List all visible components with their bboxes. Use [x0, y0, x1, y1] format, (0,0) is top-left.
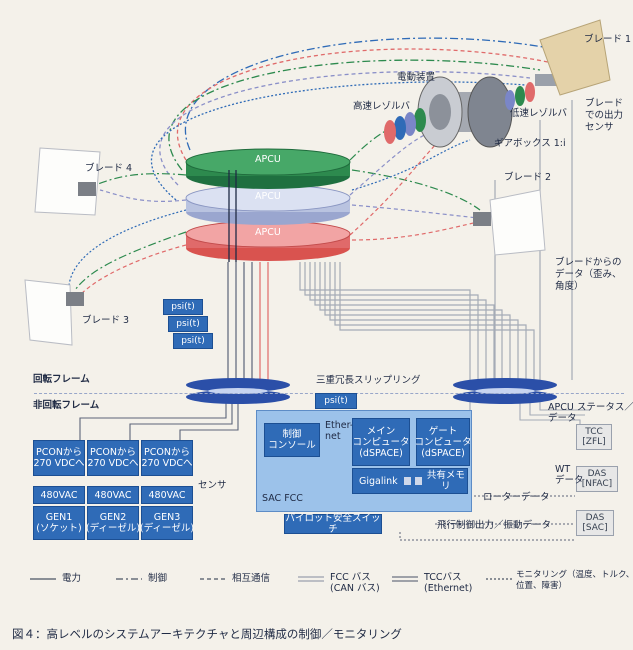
label-fast-resolver: 高速レゾルバ [353, 101, 411, 112]
gen-box-3: GEN3 (ディーゼル) [140, 506, 194, 540]
legend-control: 制御 [148, 573, 168, 584]
pcon-box-3: PCONから 270 VDCへ [141, 440, 193, 476]
label-nonrotating-frame: 非回転フレーム [33, 400, 100, 411]
blade-2-shape [489, 189, 546, 256]
vac-box-2: 480VAC [87, 486, 139, 504]
label-rotor-data: ローターデータ [483, 492, 550, 503]
label-blade-sensor: ブレード での出力 センサ [585, 98, 624, 133]
label-blade-2: ブレード 2 [504, 172, 552, 183]
pilot-safety-switch-box: パイロット安全スイッチ [284, 513, 382, 535]
legend-monitoring: モニタリング（温度、トルク、 位置、障害） [516, 570, 633, 591]
main-computer-box: メイン コンピュータ (dSPACE) [352, 418, 410, 466]
blade-3-shape [24, 279, 73, 346]
label-rotating-frame: 回転フレーム [33, 374, 90, 385]
gate-computer-box: ゲート コンピュータ (dSPACE) [415, 418, 472, 466]
legend-tcc-bus: TCCバス (Ethernet) [424, 572, 473, 594]
slipring-left [186, 378, 290, 404]
gigalink-port-right [414, 477, 422, 485]
apcu-label-bottom: APCU [255, 227, 281, 238]
label-slipring: 三重冗長スリップリング [316, 375, 421, 386]
gigalink-label: Gigalink [359, 475, 398, 487]
gigalink-row: Gigalink 共有メモリ [352, 468, 468, 494]
gen-box-2: GEN2 (ディーゼル) [86, 506, 140, 540]
figure-caption: 図４：高レベルのシステムアーキテクチャと周辺構成の制御／モニタリング [12, 627, 402, 641]
legend-fcc-bus: FCC バス (CAN バス) [330, 572, 380, 594]
slipring-right [453, 378, 557, 404]
legend-lines [30, 576, 512, 582]
label-gearbox: ギアボックス 1:i [494, 138, 566, 149]
control-console-box: 制御 コンソール [264, 423, 320, 457]
blade-1-shape [539, 19, 611, 96]
blade-2-hub [473, 212, 491, 226]
shared-memory-label: 共有メモリ [426, 470, 465, 492]
label-blade-3: ブレード 3 [82, 315, 130, 326]
pcon-box-1: PCONから 270 VDCへ [33, 440, 85, 476]
label-ethernet: Ether- net [325, 420, 354, 442]
label-blade-4: ブレード 4 [85, 163, 133, 174]
label-sac-fcc: SAC FCC [262, 493, 303, 504]
apcu-label-mid: APCU [255, 191, 281, 202]
label-sensor: センサ [198, 480, 227, 491]
tcc-zfl-box: TCC [ZFL] [576, 424, 612, 450]
label-flight-control: 飛行制御出力／振動データ [437, 520, 552, 531]
label-blade-1: ブレード 1 [584, 34, 632, 45]
legend-power: 電力 [62, 573, 82, 584]
psi-box-3: psi(t) [173, 333, 213, 349]
blade-4-shape [34, 147, 101, 216]
psi-box-4: psi(t) [315, 393, 357, 409]
blade-4-hub [78, 182, 96, 196]
vac-box-3: 480VAC [141, 486, 193, 504]
label-wt-data: WT データ [555, 464, 584, 486]
label-blade-data: ブレードからの データ（歪み、 角度） [555, 257, 622, 292]
label-apcu-status: APCU ステータス／ データ [548, 402, 633, 424]
gigalink-port-left [403, 477, 411, 485]
apcu-label-top: APCU [255, 154, 281, 165]
vac-box-1: 480VAC [33, 486, 85, 504]
motor-assembly [384, 74, 563, 148]
gen-box-1: GEN1 (ソケット) [33, 506, 85, 540]
apcu-stack [185, 148, 351, 261]
psi-box-2: psi(t) [168, 316, 208, 332]
pcon-box-2: PCONから 270 VDCへ [87, 440, 139, 476]
label-slow-resolver: 低速レゾルバ [510, 108, 568, 119]
blade-3-hub [66, 292, 84, 306]
psi-box-1: psi(t) [163, 299, 203, 315]
legend-intercomm: 相互通信 [232, 573, 271, 584]
das-nfac-box: DAS [NFAC] [576, 466, 618, 492]
label-motor: 電動装置 [397, 72, 436, 83]
das-sac-box: DAS [SAC] [576, 510, 614, 536]
